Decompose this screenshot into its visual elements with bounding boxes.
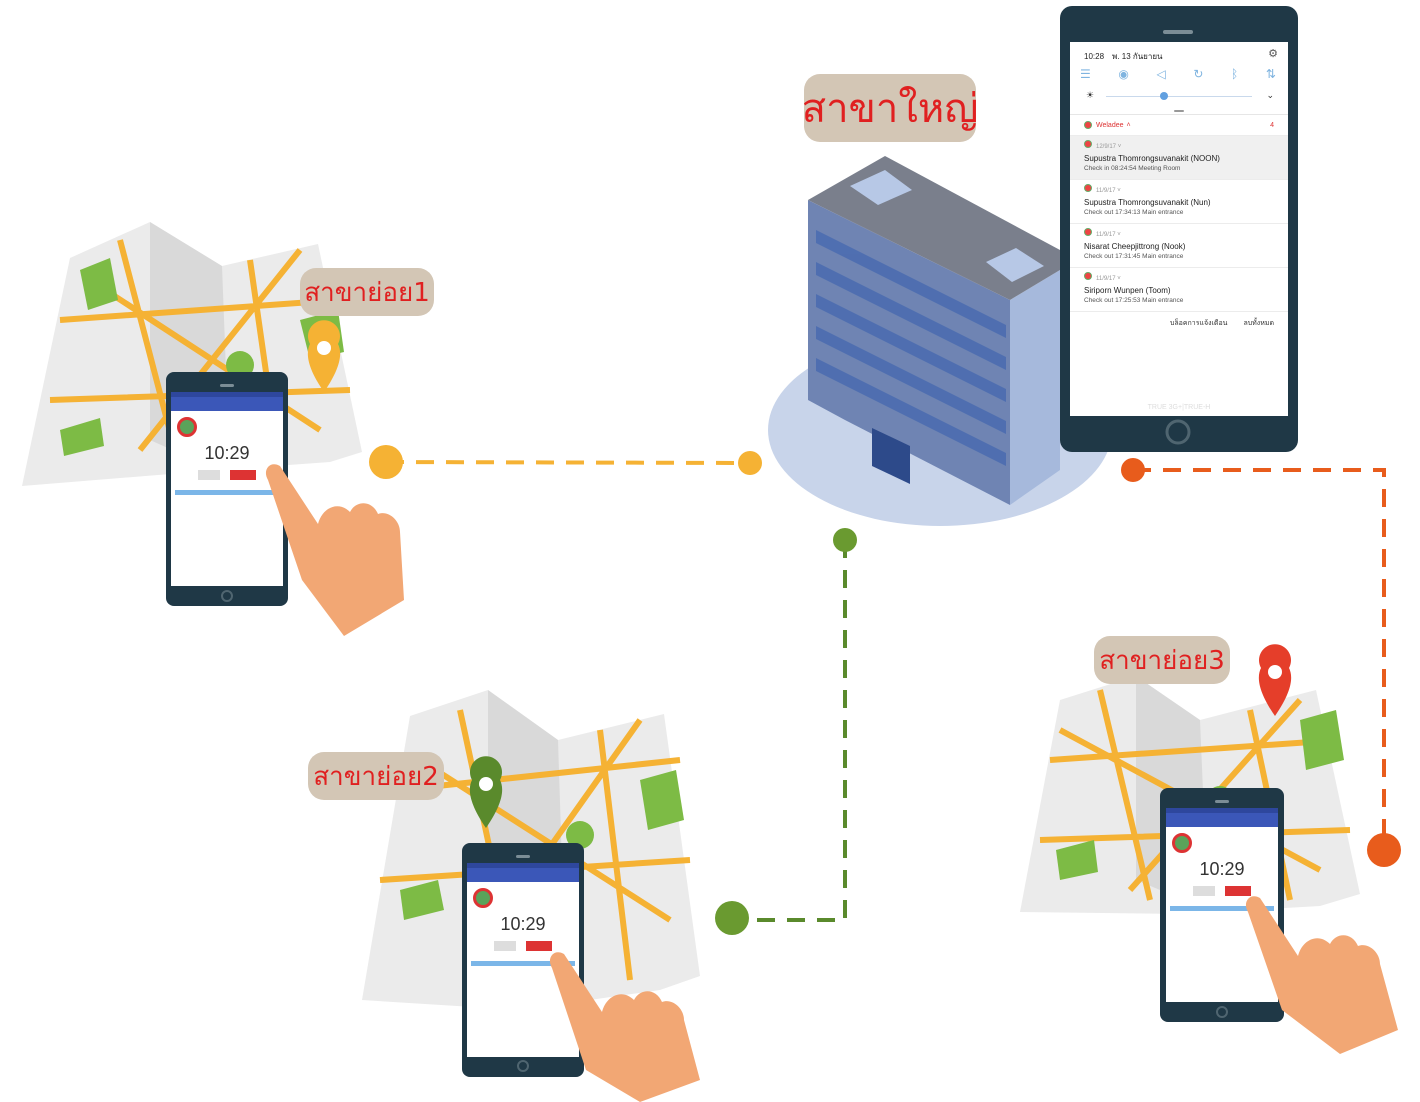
quick-settings: 10:28 พ. 13 กันยายน ⚙ ☰ ◉ ◁ ↻ ᛒ ⇅ ☀ ⌄ <box>1070 42 1288 115</box>
connection-line-branch1 <box>369 445 762 479</box>
bluetooth-icon[interactable]: ᛒ <box>1231 67 1239 81</box>
branch1-app-screen: 10:29 <box>171 392 283 586</box>
carrier-label: TRUE 3G+|TRUE-H <box>1147 403 1211 411</box>
check-in-button[interactable] <box>1193 886 1215 896</box>
history-table-header <box>1170 906 1274 911</box>
notification-count: 4 <box>1270 121 1274 129</box>
check-in-button[interactable] <box>198 470 220 480</box>
app-bar <box>1166 813 1278 827</box>
history-table-header <box>175 490 279 495</box>
notification-name: Nisarat Cheepjittrong (Nook) <box>1084 242 1186 251</box>
chevron-up-icon[interactable]: ˄ <box>1126 121 1131 129</box>
notification-item[interactable]: 11/9/17 ˅ Siriporn Wunpen (Toom) Check o… <box>1070 268 1288 312</box>
data-transfer-icon[interactable]: ⇅ <box>1265 67 1276 81</box>
map-pin-icon <box>469 756 503 828</box>
block-notifications-button[interactable]: บล็อคการแจ้งเตือน <box>1169 319 1228 327</box>
quick-toggle-row: ☰ ◉ ◁ ↻ ᛒ ⇅ <box>1080 67 1276 81</box>
notification-item[interactable]: 11/9/17 ˅ Supustra Thomrongsuvanakit (Nu… <box>1070 180 1288 224</box>
notification-name: Supustra Thomrongsuvanakit (Nun) <box>1084 198 1211 207</box>
brightness-icon: ☀ <box>1086 90 1095 100</box>
app-notification-header[interactable]: Weladee ˄ 4 <box>1070 115 1288 136</box>
company-logo-icon <box>177 417 197 437</box>
drag-handle[interactable] <box>1174 110 1184 112</box>
brightness-knob[interactable] <box>1160 92 1168 100</box>
gear-icon[interactable]: ⚙ <box>1268 48 1278 60</box>
company-logo-icon <box>1172 833 1192 853</box>
map-pin-icon <box>1258 644 1292 716</box>
app-logo-icon <box>1084 184 1092 192</box>
headquarters-building <box>768 156 1112 526</box>
notification-detail: Check in 08:24:54 Meeting Room <box>1084 165 1181 172</box>
notification-detail: Check out 17:34:13 Main entrance <box>1084 209 1184 216</box>
notification-date: 11/9/17 <box>1096 188 1116 194</box>
app-bar <box>467 868 579 882</box>
branch2-app-screen: 10:29 <box>467 863 579 1057</box>
clock-time: 10:29 <box>500 914 546 934</box>
notification-detail: Check out 17:25:53 Main entrance <box>1084 297 1184 304</box>
check-out-button[interactable] <box>526 941 552 951</box>
chevron-down-icon[interactable]: ⌄ <box>1266 90 1274 100</box>
notification-item[interactable]: 11/9/17 ˅ Nisarat Cheepjittrong (Nook) C… <box>1070 224 1288 268</box>
app-logo-icon <box>1084 228 1092 236</box>
connection-line-branch2 <box>715 528 857 935</box>
check-in-button[interactable] <box>494 941 516 951</box>
notification-actions: บล็อคการแจ้งเตือน ลบทั้งหมด <box>1070 312 1288 334</box>
notification-date: 11/9/17 <box>1096 276 1116 282</box>
status-time: 10:28 <box>1084 52 1105 61</box>
status-row: 10:28 พ. 13 กันยายน <box>1084 50 1163 63</box>
sound-icon[interactable]: ◁ <box>1156 67 1166 81</box>
history-table-header <box>471 961 575 966</box>
notification-name: Siriporn Wunpen (Toom) <box>1084 286 1171 295</box>
branch1-label: สาขาย่อย1 <box>300 268 434 316</box>
clear-all-button[interactable]: ลบทั้งหมด <box>1243 319 1274 327</box>
rotate-icon[interactable]: ↻ <box>1193 67 1204 81</box>
status-date: พ. 13 กันยายน <box>1112 52 1163 61</box>
map-pin-icon <box>307 320 341 392</box>
app-logo-icon <box>1084 121 1092 129</box>
notification-name: Supustra Thomrongsuvanakit (NOON) <box>1084 154 1220 163</box>
notification-shade: 10:28 พ. 13 กันยายน ⚙ ☰ ◉ ◁ ↻ ᛒ ⇅ ☀ ⌄ Wel… <box>1070 42 1288 416</box>
app-name: Weladee <box>1096 121 1124 129</box>
wifi-icon[interactable]: ☰ <box>1080 67 1091 81</box>
clock-time: 10:29 <box>204 443 250 463</box>
connection-line-branch3 <box>1121 458 1401 867</box>
branch2-label: สาขาย่อย2 <box>308 752 444 800</box>
notification-detail: Check out 17:31:45 Main entrance <box>1084 253 1184 260</box>
notification-date: 11/9/17 <box>1096 232 1116 238</box>
app-bar <box>171 397 283 411</box>
company-logo-icon <box>473 888 493 908</box>
app-logo-icon <box>1084 140 1092 148</box>
clock-time: 10:29 <box>1199 859 1245 879</box>
check-out-button[interactable] <box>230 470 256 480</box>
app-logo-icon <box>1084 272 1092 280</box>
branch3-label: สาขาย่อย3 <box>1094 636 1230 684</box>
notification-item[interactable]: 12/9/17 ˅ Supustra Thomrongsuvanakit (NO… <box>1070 136 1288 180</box>
location-icon[interactable]: ◉ <box>1118 67 1129 81</box>
notification-date: 12/9/17 <box>1096 144 1117 150</box>
brightness-slider[interactable]: ☀ ⌄ <box>1084 90 1274 102</box>
headquarters-label: สาขาใหญ่ <box>802 74 978 142</box>
branch3-app-screen: 10:29 <box>1166 808 1278 1002</box>
check-out-button[interactable] <box>1225 886 1251 896</box>
